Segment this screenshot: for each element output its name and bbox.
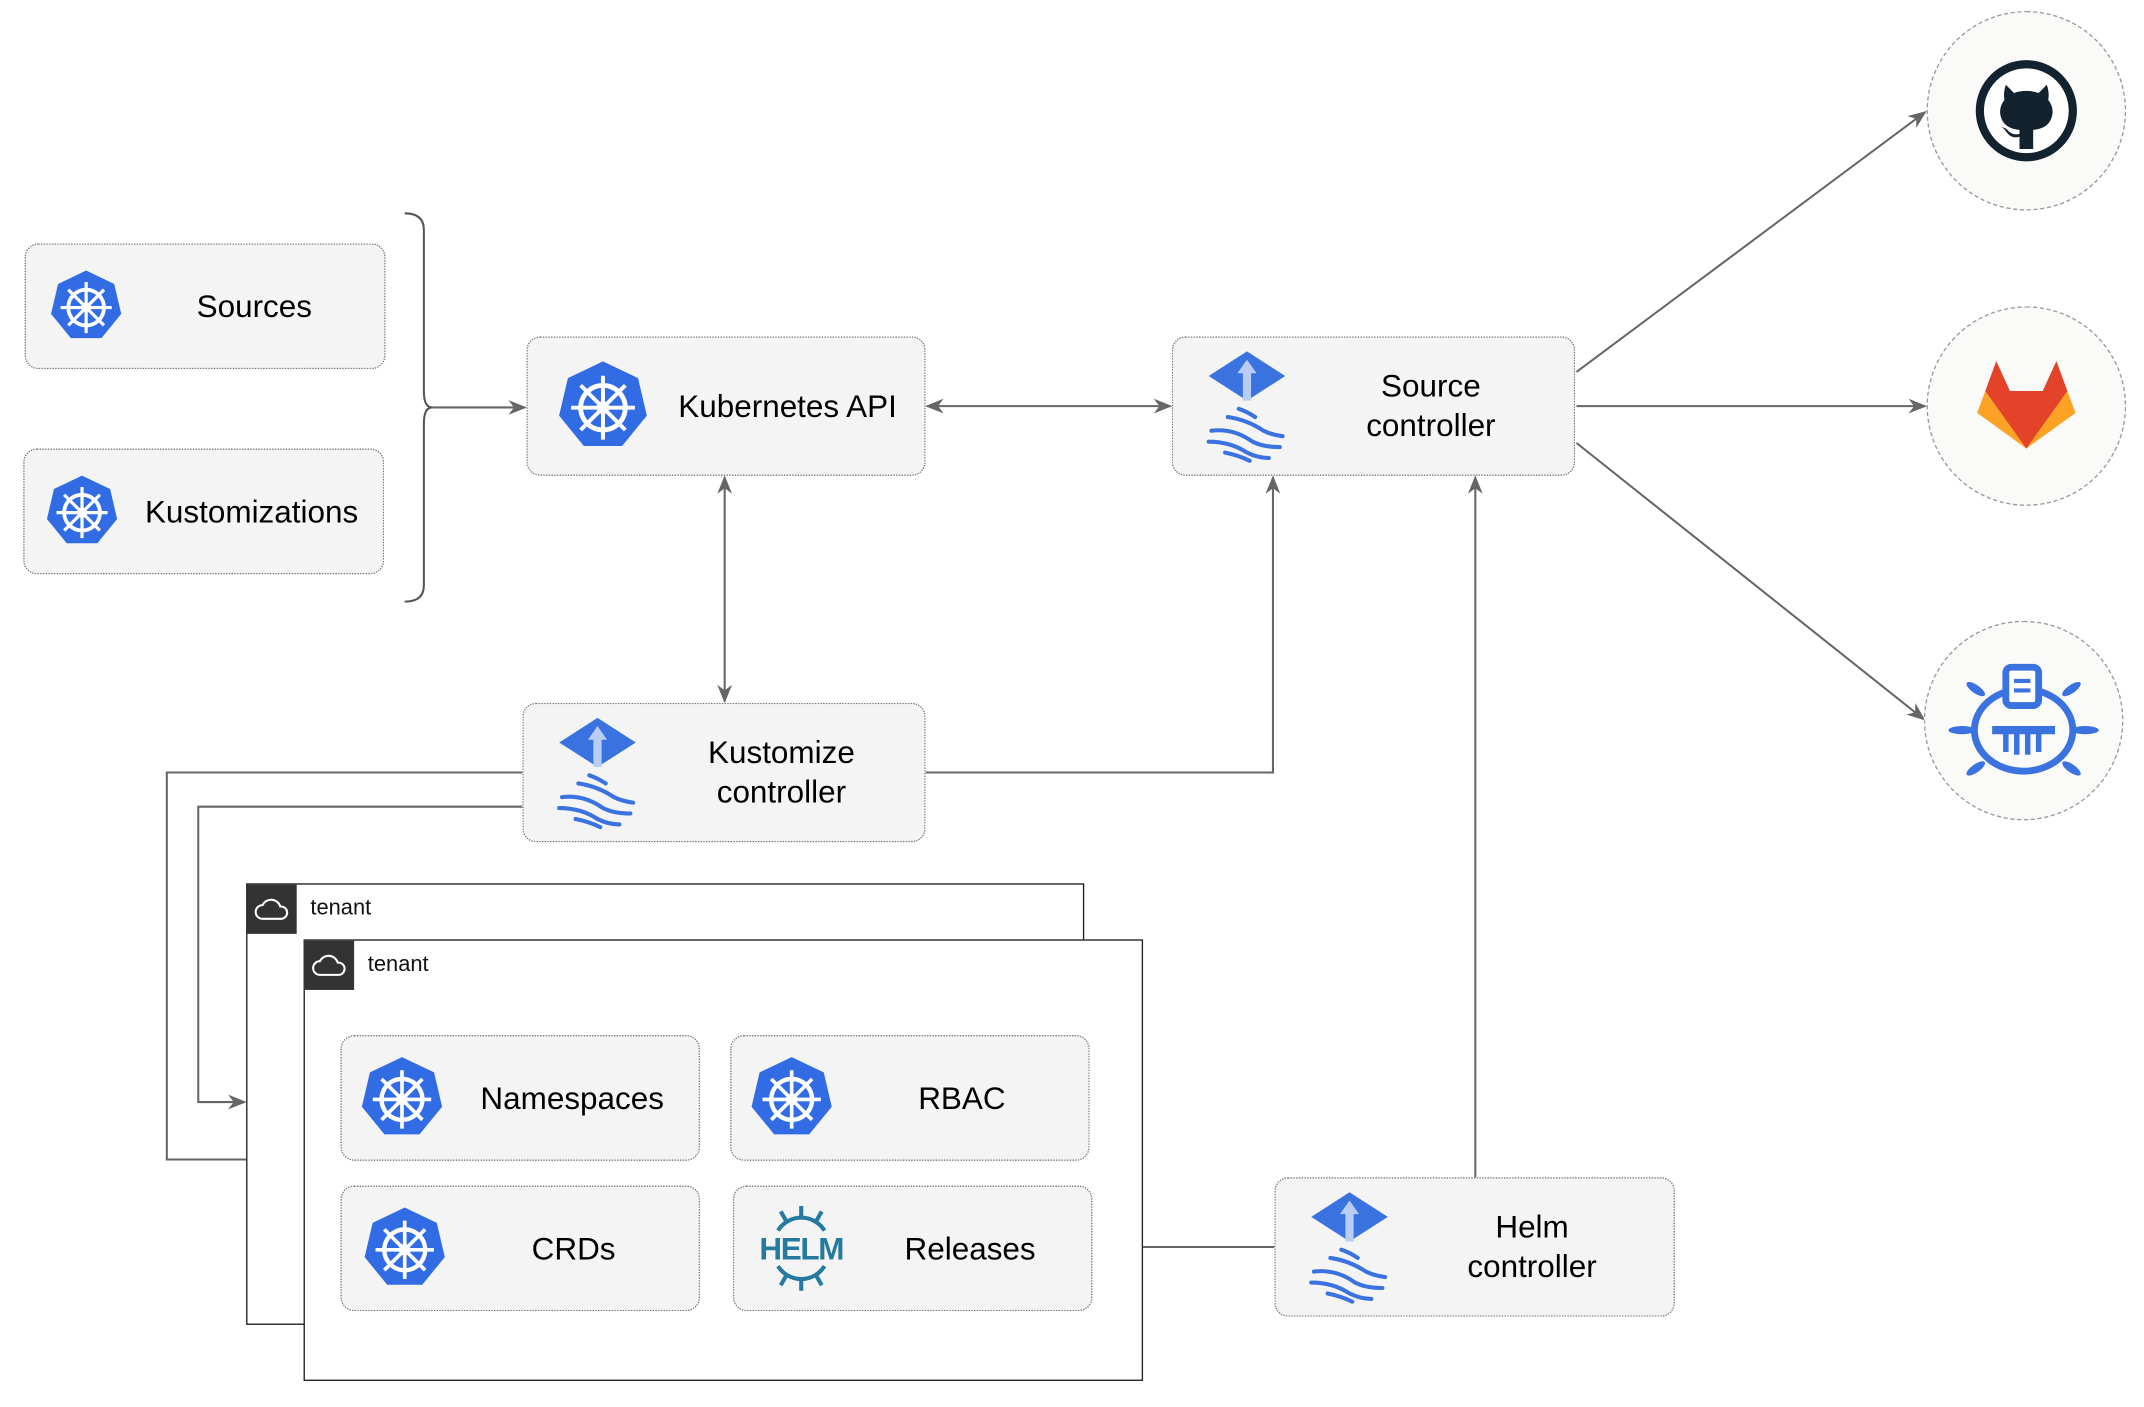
arrow-source-to-github <box>1575 111 1927 373</box>
arrow-source-to-helm-repo <box>1575 442 1926 721</box>
arrow-kustomize-to-tenant-back <box>197 805 523 1110</box>
flux-icon <box>1309 1190 1391 1305</box>
tenant-label: tenant <box>310 896 372 921</box>
crds-node: CRDs <box>340 1185 701 1312</box>
kustomizations-node: Kustomizations <box>23 448 385 575</box>
rbac-label: RBAC <box>918 1079 1006 1116</box>
kubernetes-icon <box>48 268 125 345</box>
crds-label: CRDs <box>531 1229 616 1266</box>
helm-controller-label-2: controller <box>1467 1248 1597 1284</box>
sources-label: Sources <box>196 287 313 324</box>
kubernetes-icon <box>44 473 121 550</box>
helm-logo: HELM <box>753 1203 849 1293</box>
kubernetes-api-label: Kubernetes API <box>678 387 897 424</box>
kustomize-controller-label-1: Kustomize <box>708 734 855 770</box>
kubernetes-icon <box>555 358 651 454</box>
sources-node: Sources <box>24 243 386 370</box>
helm-repository-icon <box>1948 663 2099 776</box>
flux-icon <box>1206 349 1288 464</box>
gitlab-icon <box>1977 360 2076 449</box>
github-icon <box>1975 60 2077 162</box>
cloud-icon <box>247 884 297 934</box>
namespaces-node: Namespaces <box>340 1035 701 1161</box>
brace <box>404 212 433 603</box>
github-node <box>1926 10 2127 211</box>
kustomize-controller-label-2: controller <box>716 773 847 810</box>
kubernetes-api-node: Kubernetes API <box>526 336 926 476</box>
rbac-node: RBAC <box>730 1035 1090 1161</box>
namespaces-label: Namespaces <box>480 1079 664 1116</box>
kubernetes-icon <box>358 1054 446 1142</box>
releases-node: HELM Releases <box>732 1185 1093 1312</box>
cloud-icon <box>304 940 355 990</box>
releases-label: Releases <box>904 1229 1036 1266</box>
kubernetes-icon <box>361 1205 449 1293</box>
source-controller-label-1: Source <box>1381 367 1481 404</box>
helm-controller-label-1: Helm <box>1495 1208 1569 1245</box>
tenant-label: tenant <box>367 953 429 977</box>
helm-repository-node <box>1923 620 2124 821</box>
arrow-kustomize-to-tenant-front <box>165 771 523 1167</box>
kubernetes-icon <box>748 1054 836 1142</box>
gitlab-node <box>1926 306 2127 506</box>
helm-logo-text: HELM <box>759 1230 844 1267</box>
arrow-kustomize-to-source <box>925 475 1281 774</box>
flux-icon <box>556 715 638 830</box>
source-controller-label-2: controller <box>1366 407 1496 444</box>
kustomizations-label: Kustomizations <box>144 492 359 529</box>
